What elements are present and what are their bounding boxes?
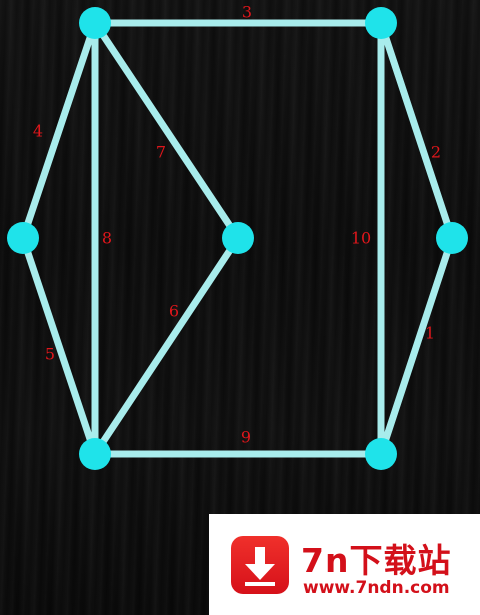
edge-7[interactable] bbox=[91, 19, 242, 242]
edge-label-3: 3 bbox=[242, 3, 252, 22]
edge-label-4: 4 bbox=[33, 122, 43, 141]
edge-label-10: 10 bbox=[351, 229, 371, 248]
watermark-title: 7n下载站 bbox=[301, 541, 452, 580]
edge-2[interactable] bbox=[377, 19, 456, 242]
watermark: 7n下载站 www.7ndn.com bbox=[209, 514, 480, 615]
node-top-left[interactable] bbox=[79, 7, 111, 39]
node-mid-left[interactable] bbox=[7, 222, 39, 254]
edge-6[interactable] bbox=[91, 234, 242, 458]
edge-5[interactable] bbox=[19, 234, 99, 458]
node-bottom-left[interactable] bbox=[79, 438, 111, 470]
edge-1[interactable] bbox=[377, 234, 456, 458]
node-bottom-right[interactable] bbox=[365, 438, 397, 470]
edge-label-9: 9 bbox=[241, 428, 251, 447]
edge-label-7: 7 bbox=[156, 143, 166, 162]
edge-label-5: 5 bbox=[45, 345, 55, 364]
edge-4[interactable] bbox=[19, 19, 99, 242]
watermark-url: www.7ndn.com bbox=[303, 578, 450, 598]
edge-label-8: 8 bbox=[102, 229, 112, 248]
node-mid-center[interactable] bbox=[222, 222, 254, 254]
node-top-right[interactable] bbox=[365, 7, 397, 39]
download-arrow-icon bbox=[231, 536, 289, 594]
node-mid-right[interactable] bbox=[436, 222, 468, 254]
edge-label-1: 1 bbox=[425, 324, 435, 343]
edge-label-6: 6 bbox=[169, 302, 179, 321]
edge-label-2: 2 bbox=[431, 143, 441, 162]
